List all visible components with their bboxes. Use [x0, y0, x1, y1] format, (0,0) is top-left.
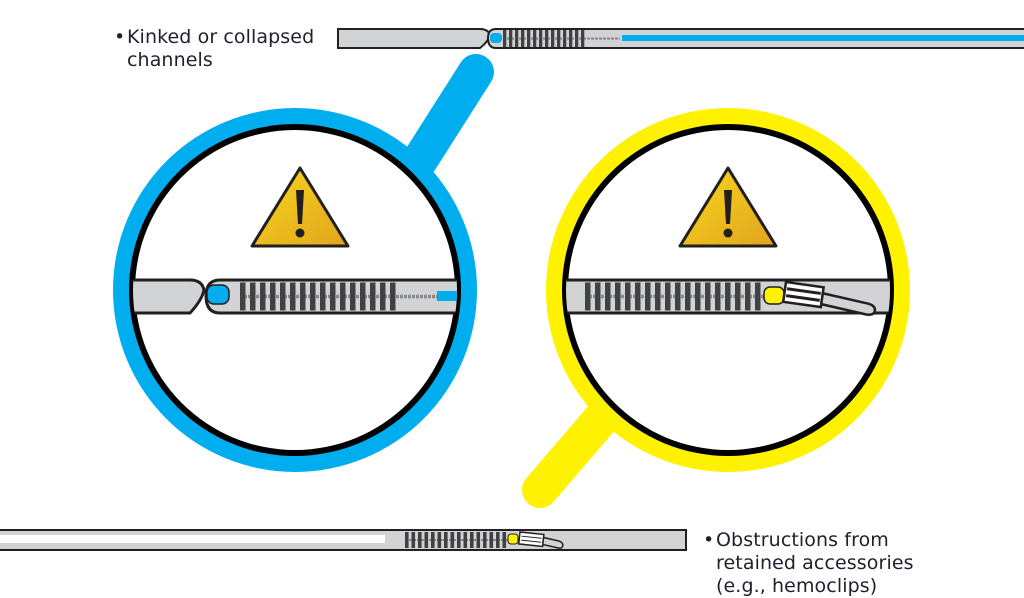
brush-bristle	[551, 30, 555, 47]
brush-bristle	[539, 30, 543, 47]
brush-bristle	[496, 532, 500, 548]
brush-bristle	[418, 532, 422, 548]
bullet: •	[703, 529, 715, 551]
hemoclip-icon	[781, 280, 877, 316]
brush-bristle	[625, 282, 631, 311]
caption-line: (e.g., hemoclips)	[716, 575, 878, 597]
brush-bristle	[685, 282, 691, 311]
brush-bristle	[250, 282, 256, 311]
bottom-channel-obstructed	[0, 529, 687, 551]
bottom-channel-brush	[405, 532, 508, 548]
brush-bristle	[300, 282, 306, 311]
bottom-hemoclip-icon	[517, 531, 564, 549]
brush-bristle	[569, 30, 573, 47]
brush-bristle	[457, 532, 461, 548]
warning-triangle-icon	[250, 166, 350, 248]
caption-line: Kinked or collapsed	[127, 26, 315, 48]
brush-bristle	[563, 30, 567, 47]
brush-bristle	[665, 282, 671, 311]
right-magnifier-icon	[522, 108, 910, 508]
brush-bristle	[444, 532, 448, 548]
brush-bristle	[310, 282, 316, 311]
brush-bristle	[755, 282, 761, 311]
caption-line: Obstructions from	[716, 529, 889, 551]
brush-bristle	[489, 532, 494, 548]
brush-bristle	[270, 282, 276, 311]
brush-bristle	[380, 282, 386, 311]
caption-line: channels	[127, 49, 213, 71]
brush-bristle	[735, 282, 741, 311]
brush-bristle	[533, 30, 537, 47]
brush-bristle	[675, 282, 681, 311]
caption-kinked-channels: •Kinked or collapsed channels	[114, 26, 314, 72]
brush-bristle	[483, 532, 487, 548]
brush-bristle	[463, 532, 468, 548]
brush-bristle	[470, 532, 474, 548]
brush-bristle	[437, 532, 442, 548]
brush-bristle	[350, 282, 356, 311]
bottom-channel-white-shaft	[0, 535, 385, 543]
brush-bristle	[280, 282, 286, 311]
brush-bristle	[240, 282, 246, 311]
brush-bristle	[557, 30, 561, 47]
brush-bristle	[260, 282, 266, 311]
brush-bristle	[585, 282, 591, 311]
brush-bristle	[521, 30, 525, 47]
top-channel-tube-left	[337, 28, 492, 49]
top-channel-blue-shaft	[622, 35, 1024, 41]
right-magnifier-handle	[522, 402, 618, 508]
brush-bristle	[705, 282, 711, 311]
top-channel-brush	[503, 30, 620, 47]
brush-bristle	[645, 282, 651, 311]
caption-line: retained accessories	[716, 552, 914, 574]
brush-bristle	[509, 30, 513, 47]
brush-bristle	[615, 282, 621, 311]
brush-bristle	[405, 532, 409, 548]
brush-bristle	[545, 30, 549, 47]
left-magnifier-handle	[402, 54, 494, 178]
right-zoomed-channel-icon	[566, 278, 890, 316]
brush-bristle	[503, 30, 507, 47]
brush-bristle	[515, 30, 519, 47]
top-channel-kinked	[337, 28, 1024, 49]
brush-bristle	[581, 30, 585, 47]
brush-bristle	[745, 282, 751, 311]
brush-bristle	[527, 30, 531, 47]
brush-bristle	[695, 282, 701, 311]
brush-bristle	[476, 532, 481, 548]
warning-triangle-icon	[678, 166, 778, 248]
brush-bristle	[390, 282, 396, 311]
brush-bristle	[605, 282, 611, 311]
brush-bristle	[450, 532, 455, 548]
brush-bristle	[370, 282, 376, 311]
brush-bristle	[725, 282, 731, 311]
brush-bristle	[655, 282, 661, 311]
brush-bristle	[431, 532, 435, 548]
bottom-channel-yellow-tip	[507, 533, 519, 545]
caption-obstructions: •Obstructions from retained accessories …	[703, 529, 914, 598]
brush-bristle	[595, 282, 601, 311]
brush-bristle	[290, 282, 296, 311]
left-magnifier-icon	[113, 54, 494, 472]
brush-bristle	[424, 532, 429, 548]
bullet: •	[114, 26, 126, 48]
brush-bristle	[360, 282, 366, 311]
top-channel-blue-cap	[490, 33, 502, 43]
left-zoomed-channel-icon	[133, 278, 457, 315]
brush-bristle	[635, 282, 641, 311]
brush-bristle	[340, 282, 346, 311]
brush-bristle	[715, 282, 721, 311]
brush-bristle	[320, 282, 326, 311]
brush-bristle	[502, 532, 507, 548]
brush-bristle	[411, 532, 416, 548]
brush-bristle	[575, 30, 579, 47]
brush-bristle	[330, 282, 336, 311]
